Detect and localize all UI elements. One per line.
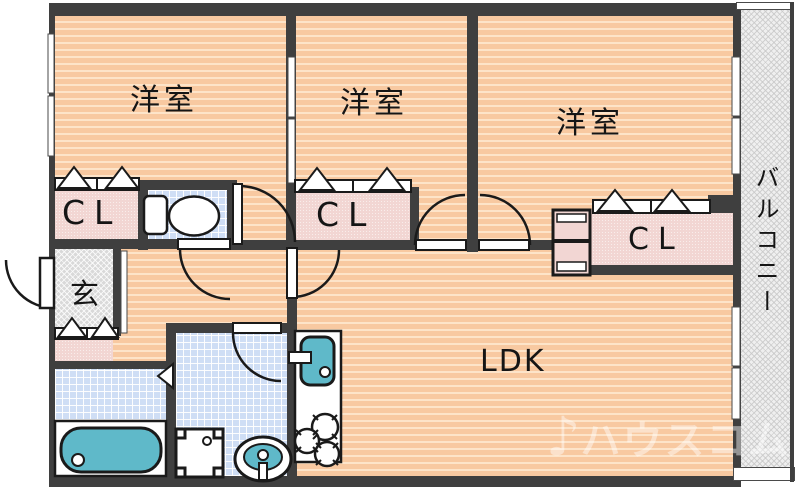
window-ldk-balcony <box>731 306 741 420</box>
ldk-label: LDK <box>480 344 546 379</box>
kitchen-sink-icon <box>288 335 336 387</box>
room3-door-arc <box>479 193 532 246</box>
wall-ldk-left <box>287 297 297 476</box>
closet-left-folding-door <box>54 165 141 191</box>
ldk-door-arc <box>291 249 341 299</box>
wall-washroom-left <box>166 331 176 476</box>
wall-washroom-top-left <box>166 323 235 333</box>
wall-closet-middle-right <box>410 187 419 250</box>
corridor-door-arc <box>238 184 297 243</box>
entrance-closet-floor <box>55 337 113 362</box>
room3-door-leaf <box>478 239 530 251</box>
closet-middle-floor <box>296 188 410 241</box>
wall-top <box>49 3 735 16</box>
stove-icon <box>293 412 341 468</box>
entrance-step <box>120 250 128 334</box>
wall-bottom <box>49 476 741 487</box>
bathtub-icon <box>53 419 168 478</box>
room2-door-arc <box>413 193 466 246</box>
closet-middle-folding-door <box>294 166 412 193</box>
room2-door-leaf <box>415 239 467 251</box>
wall-toilet-top <box>138 180 237 190</box>
toilet-door-arc <box>178 248 231 301</box>
wall-bath-top <box>49 361 168 369</box>
wall-hall-middle <box>228 240 417 250</box>
entrance-closet-folding-door <box>54 316 120 340</box>
window-left-wall <box>47 33 55 157</box>
toilet-icon <box>142 194 221 237</box>
wall-closet-right-bottom <box>590 265 733 275</box>
ldk-door-leaf <box>286 247 298 299</box>
closet-right-compartment <box>551 208 592 277</box>
balcony-floor <box>741 7 790 474</box>
kitchen-counter <box>288 329 343 468</box>
wall-entrance-right <box>113 243 121 336</box>
wash-basin-icon <box>233 435 293 483</box>
room-top-middle-label: 洋室 <box>340 86 408 121</box>
balcony-cap-bottom <box>733 467 795 481</box>
entrance-door <box>4 256 56 310</box>
wall-closet-right-top <box>708 195 733 213</box>
bath-door-marker <box>156 361 174 391</box>
entrance-floor <box>55 248 113 328</box>
window-room3-balcony <box>731 56 741 175</box>
entrance-label: 玄 <box>70 277 100 311</box>
wall-rooms-2-3 <box>467 16 478 252</box>
room-top-left-label: 洋室 <box>130 83 198 118</box>
corridor-door-leaf <box>232 183 243 245</box>
wall-hall-stub <box>527 240 556 250</box>
washroom-door-arc <box>231 332 282 383</box>
closet-right-label: CL <box>628 222 684 257</box>
closet-right-folding-door <box>592 188 711 214</box>
closet-middle-label: CL <box>316 195 376 234</box>
closet-left-label: CL <box>62 193 122 232</box>
balcony-label: バルコニー <box>751 165 779 320</box>
wall-balcony-separator <box>733 3 741 482</box>
washroom-door-leaf <box>232 322 282 334</box>
room-top-right-label: 洋室 <box>556 106 624 141</box>
sliding-door-rooms-1-2 <box>287 56 296 184</box>
closet-left-floor <box>55 186 138 240</box>
washing-machine-icon <box>174 427 225 479</box>
toilet-door-leaf <box>177 238 231 250</box>
balcony-outer-edge <box>790 2 794 482</box>
